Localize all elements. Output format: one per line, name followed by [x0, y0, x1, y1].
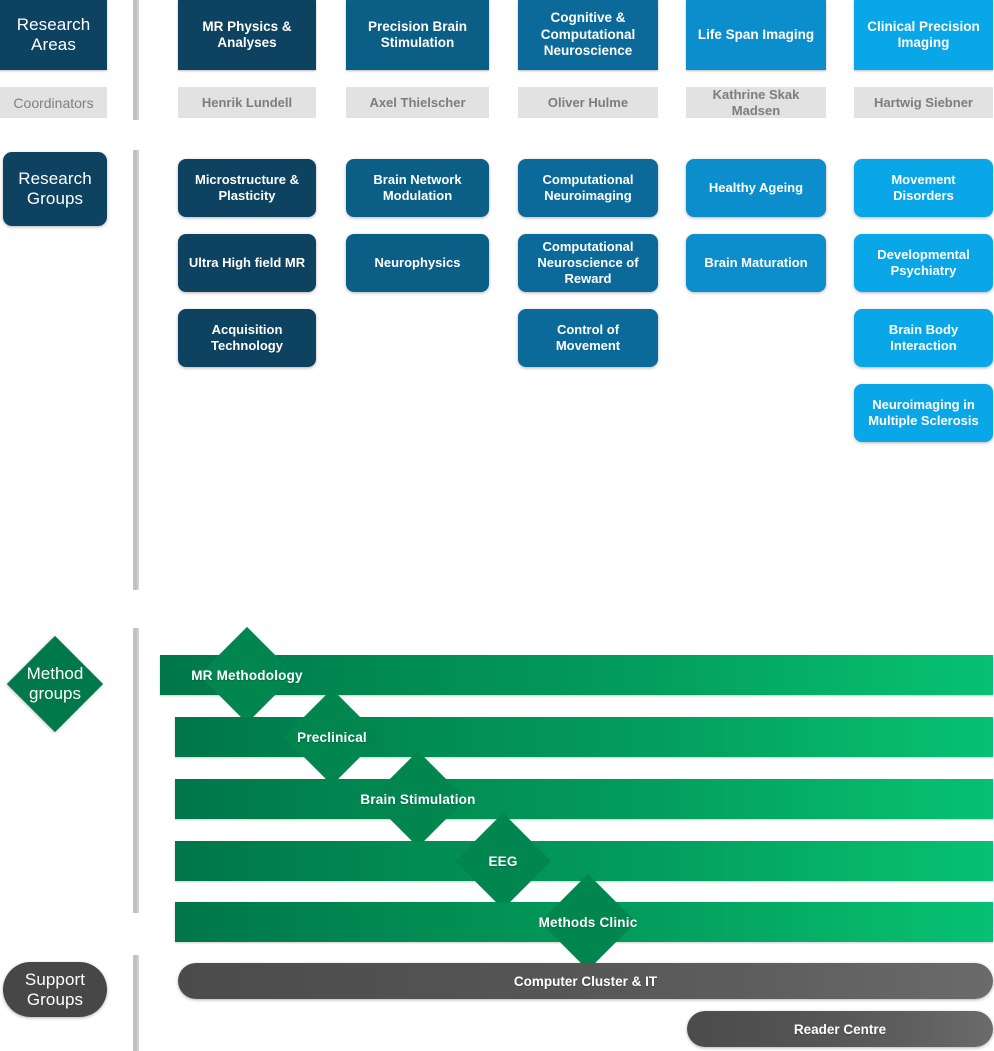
- research-group-card-3-1[interactable]: Computational Neuroimaging: [518, 159, 658, 217]
- research-area-card-1[interactable]: MR Physics & Analyses: [178, 0, 316, 70]
- support-group-bar-1[interactable]: Computer Cluster & IT: [178, 963, 993, 999]
- research-group-label: Computational Neuroimaging: [542, 171, 634, 203]
- research-group-card-5-2[interactable]: Developmental Psychiatry: [854, 234, 993, 292]
- research-group-card-1-2[interactable]: Ultra High field MR: [178, 234, 316, 292]
- research-group-label: Developmental Psychiatry: [877, 246, 970, 278]
- research-group-label: Neuroimaging in Multiple Sclerosis: [868, 396, 979, 428]
- support-group-label: Reader Centre: [793, 1021, 887, 1037]
- research-group-label: Brain Body Interaction: [888, 321, 959, 353]
- coordinator-name: Henrik Lundell: [201, 94, 293, 110]
- coordinator-card-1[interactable]: Henrik Lundell: [178, 87, 316, 118]
- research-group-label: Microstructure & Plasticity: [194, 171, 300, 203]
- row-label-method-groups-text: Method groups: [26, 664, 84, 703]
- row-label-method-groups: Method groups: [3, 635, 107, 733]
- research-group-label: Ultra High field MR: [188, 254, 306, 270]
- coordinator-name: Axel Thielscher: [369, 94, 466, 110]
- support-group-bar-2[interactable]: Reader Centre: [687, 1011, 993, 1047]
- method-group-bar: [175, 779, 993, 819]
- research-area-card-3[interactable]: Cognitive & Computational Neuroscience: [518, 0, 658, 70]
- research-area-label: Life Span Imaging: [697, 26, 815, 42]
- research-area-label: MR Physics & Analyses: [202, 18, 292, 50]
- coordinator-card-3[interactable]: Oliver Hulme: [518, 87, 658, 118]
- research-area-label: Precision Brain Stimulation: [367, 18, 468, 50]
- coordinator-name: Kathrine Skak Madsen: [712, 86, 800, 118]
- research-area-label: Clinical Precision Imaging: [867, 18, 980, 50]
- support-group-label: Computer Cluster & IT: [513, 973, 658, 989]
- research-group-card-2-1[interactable]: Brain Network Modulation: [346, 159, 489, 217]
- separator-bar-methods: [133, 628, 139, 913]
- research-group-label: Computational Neuroscience of Reward: [537, 238, 639, 287]
- method-group-diamond: [539, 873, 637, 971]
- method-group-row-2[interactable]: Preclinical: [0, 688, 994, 786]
- research-group-label: Control of Movement: [555, 321, 621, 353]
- research-group-card-5-4[interactable]: Neuroimaging in Multiple Sclerosis: [854, 384, 993, 442]
- research-group-card-3-2[interactable]: Computational Neuroscience of Reward: [518, 234, 658, 292]
- research-group-label: Acquisition Technology: [211, 321, 283, 353]
- row-label-research-groups: Research Groups: [3, 152, 107, 226]
- row-label-research-areas: Research Areas: [0, 0, 107, 70]
- research-group-label: Neurophysics: [374, 254, 461, 270]
- research-group-card-5-1[interactable]: Movement Disorders: [854, 159, 993, 217]
- method-group-bar: [160, 655, 993, 695]
- coordinator-name: Hartwig Siebner: [874, 94, 973, 110]
- row-label-support-groups: Support Groups: [3, 962, 107, 1017]
- coordinator-card-4[interactable]: Kathrine Skak Madsen: [686, 87, 826, 118]
- research-group-label: Brain Maturation: [704, 254, 808, 270]
- research-area-label: Cognitive & Computational Neuroscience: [540, 10, 636, 59]
- research-group-card-1-1[interactable]: Microstructure & Plasticity: [178, 159, 316, 217]
- research-group-card-4-2[interactable]: Brain Maturation: [686, 234, 826, 292]
- separator-bar-areas: [133, 0, 139, 120]
- research-group-card-3-3[interactable]: Control of Movement: [518, 309, 658, 367]
- separator-bar-support: [133, 955, 139, 1051]
- coordinator-card-5[interactable]: Hartwig Siebner: [854, 87, 993, 118]
- research-group-label: Healthy Ageing: [708, 179, 804, 195]
- coordinator-name: Oliver Hulme: [547, 94, 629, 110]
- research-group-label: Movement Disorders: [891, 171, 956, 203]
- research-area-card-2[interactable]: Precision Brain Stimulation: [346, 0, 489, 70]
- research-group-card-5-3[interactable]: Brain Body Interaction: [854, 309, 993, 367]
- research-group-card-1-3[interactable]: Acquisition Technology: [178, 309, 316, 367]
- research-group-label: Brain Network Modulation: [373, 171, 462, 203]
- method-group-bar: [175, 841, 993, 881]
- research-group-card-2-2[interactable]: Neurophysics: [346, 234, 489, 292]
- method-group-row-5[interactable]: Methods Clinic: [0, 873, 994, 971]
- separator-bar-groups: [133, 150, 139, 590]
- research-area-card-4[interactable]: Life Span Imaging: [686, 0, 826, 70]
- research-area-card-5[interactable]: Clinical Precision Imaging: [854, 0, 993, 70]
- coordinator-card-2[interactable]: Axel Thielscher: [346, 87, 489, 118]
- row-label-coordinators: Coordinators: [0, 87, 107, 118]
- research-group-card-4-1[interactable]: Healthy Ageing: [686, 159, 826, 217]
